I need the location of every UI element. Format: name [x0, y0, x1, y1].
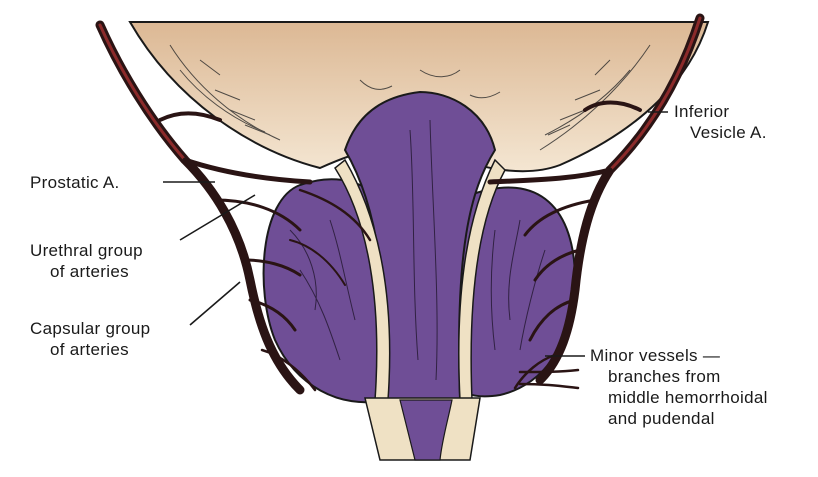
- label-urethral-line2: of arteries: [50, 262, 129, 281]
- urethra-inner: [399, 399, 453, 461]
- label-minor-line3: middle hemorrhoidal: [608, 388, 768, 407]
- label-minor-line1: Minor vessels —: [590, 346, 721, 365]
- arteries: [95, 13, 705, 395]
- label-prostatic-text: Prostatic A.: [30, 173, 120, 192]
- label-inferior-vesicle-line2: Vesicle A.: [690, 123, 767, 142]
- prostate-texture: [289, 119, 546, 381]
- label-capsular-line2: of arteries: [50, 340, 129, 359]
- label-minor-line4: and pudendal: [608, 409, 715, 428]
- label-inferior-vesicle-artery: Inferior Vesicle A.: [674, 101, 767, 143]
- leader-urethral: [179, 194, 256, 241]
- label-inferior-vesicle-line1: Inferior: [674, 102, 730, 121]
- label-minor-line2: branches from: [608, 367, 721, 386]
- leader-capsular: [189, 281, 241, 326]
- label-prostatic-artery: Prostatic A.: [30, 172, 120, 193]
- label-minor-vessels: Minor vessels — branches from middle hem…: [590, 345, 768, 429]
- label-urethral-line1: Urethral group: [30, 241, 143, 260]
- label-urethral-group: Urethral group of arteries: [30, 240, 143, 282]
- label-capsular-group: Capsular group of arteries: [30, 318, 150, 360]
- label-capsular-line1: Capsular group: [30, 319, 151, 338]
- leader-lines: [163, 111, 668, 357]
